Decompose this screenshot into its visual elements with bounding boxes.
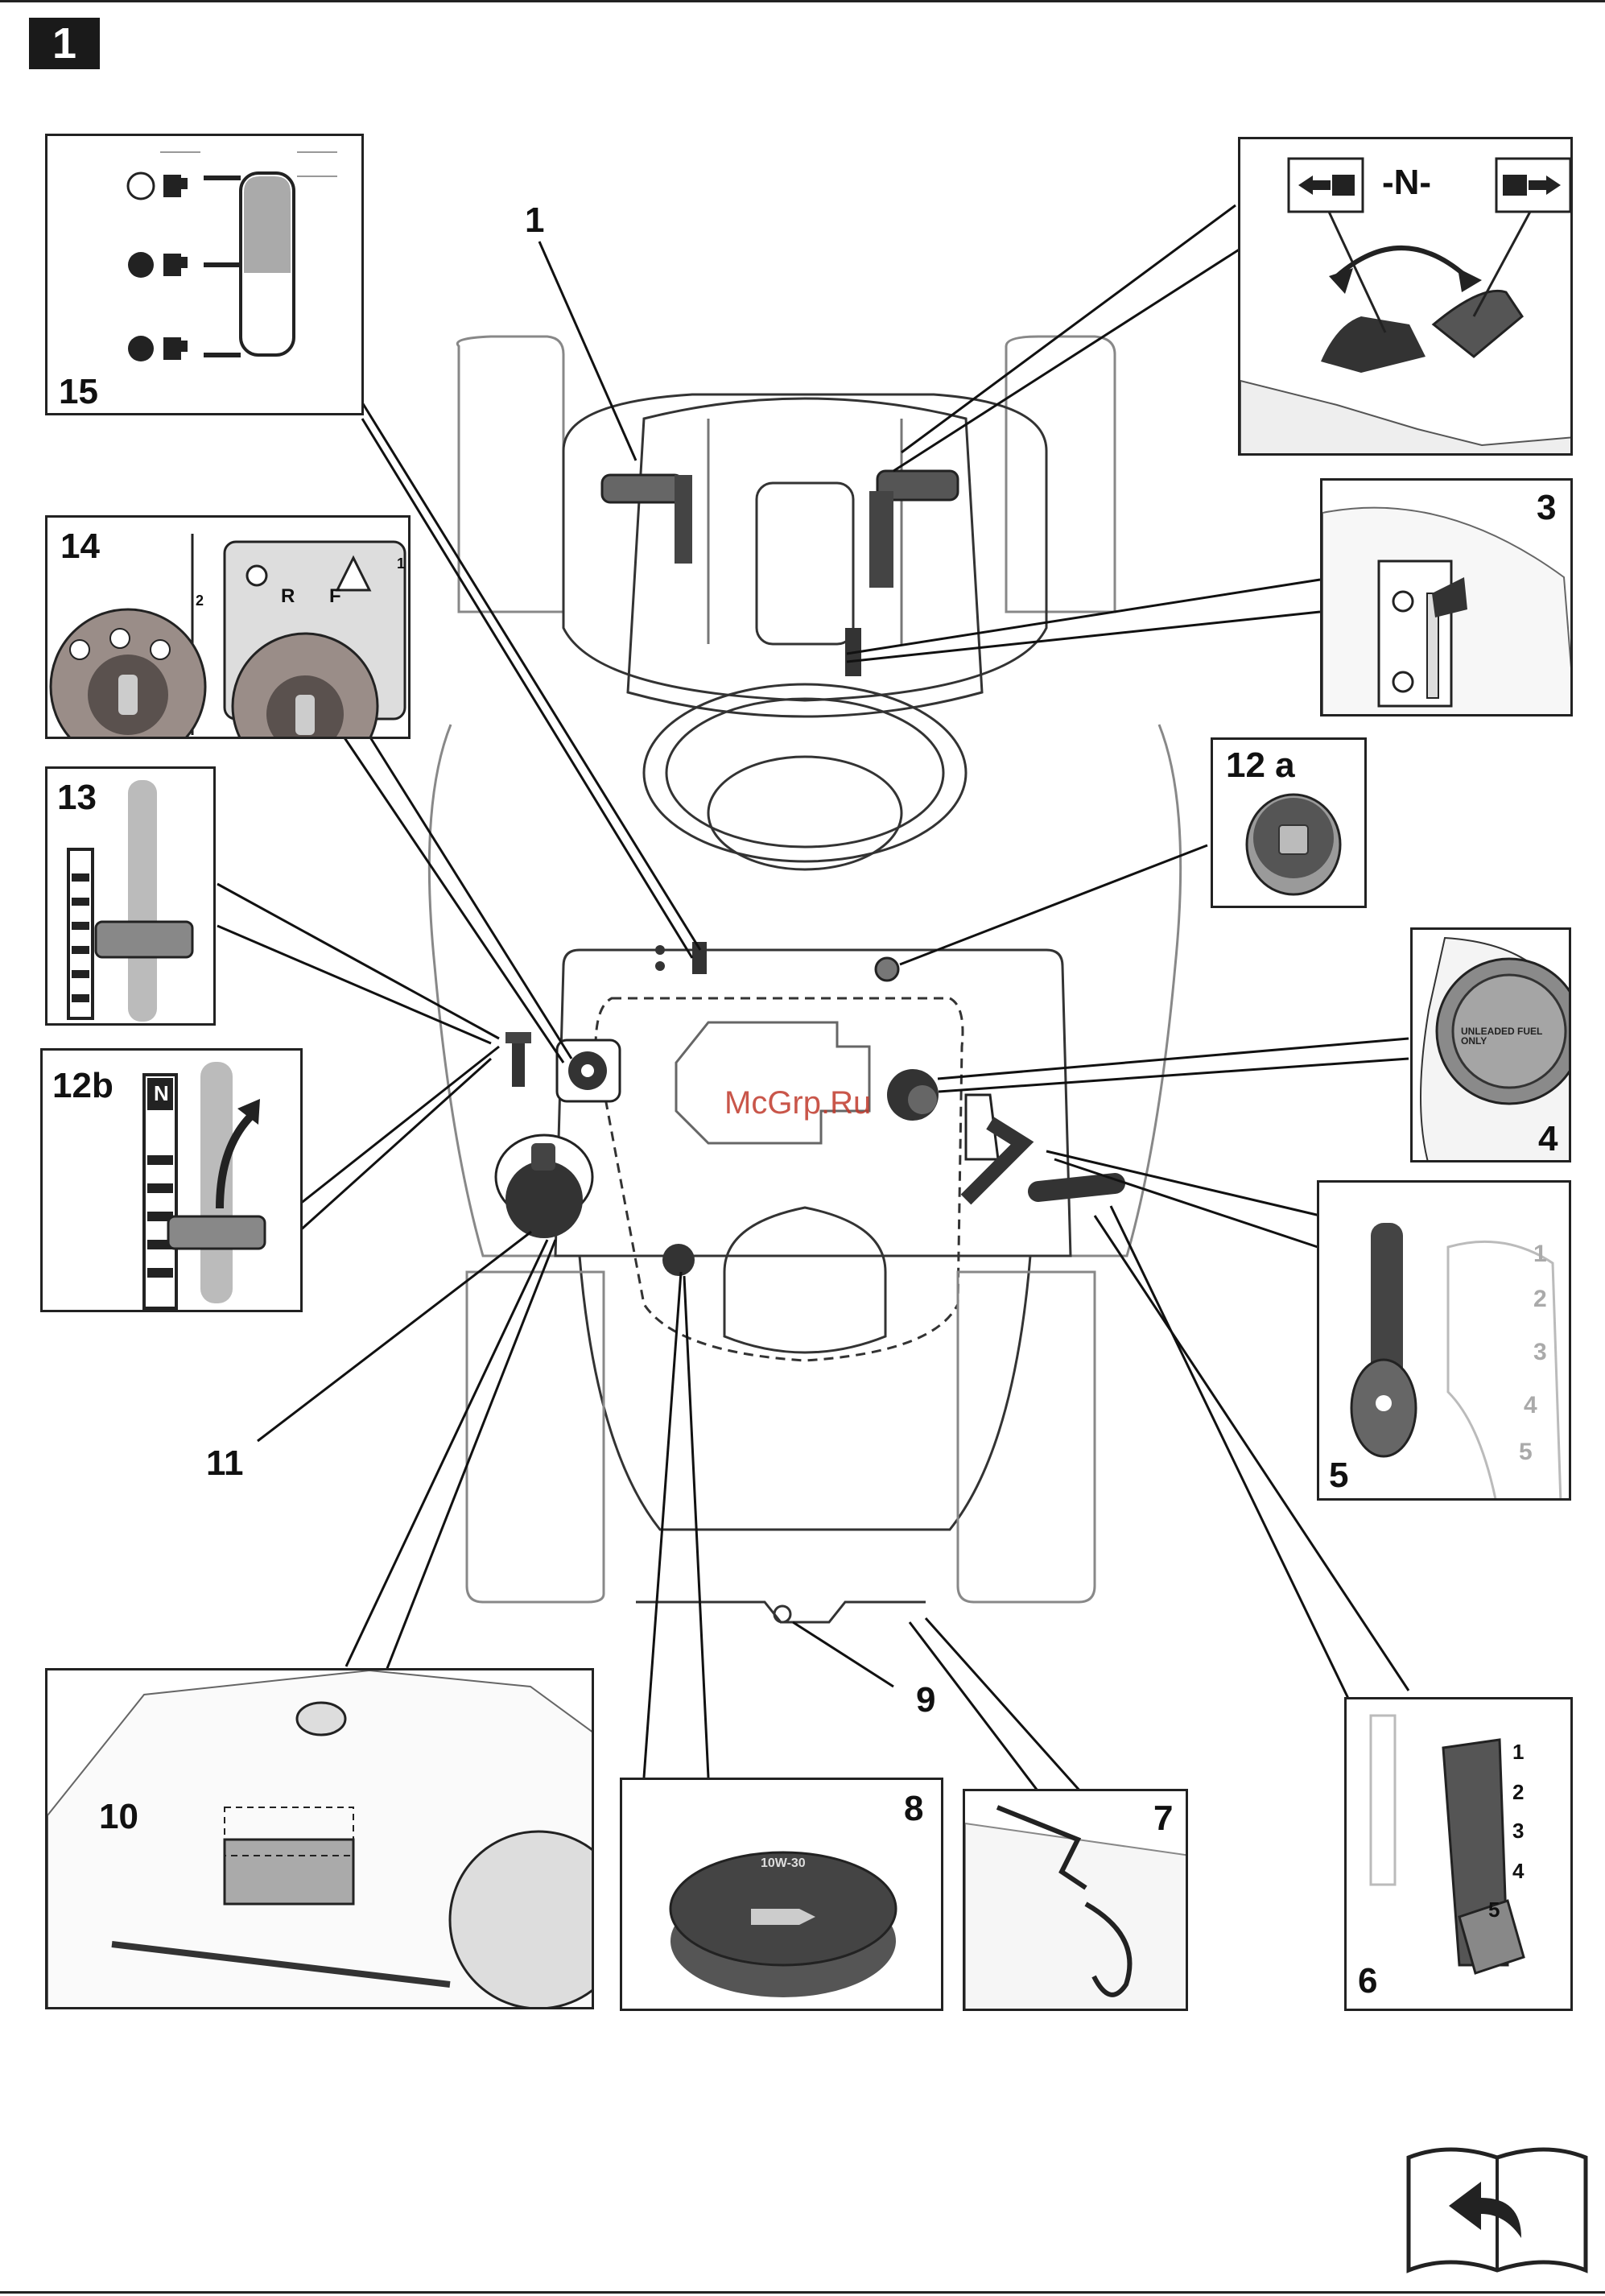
panel-10-number: 10 <box>99 1799 138 1835</box>
parking-brake-illustration <box>1322 481 1573 716</box>
oil-cap-illustration <box>622 1780 943 2011</box>
engine-area-illustration <box>47 1670 594 2009</box>
panel-14-ignition: 14 1 2 R F <box>45 515 411 739</box>
warning-label-1: 1 <box>397 556 405 571</box>
indicator-label-2: 2 <box>196 593 204 608</box>
callout-1: 1 <box>525 203 544 238</box>
fuel-half-icon <box>128 252 188 278</box>
panel-2-drive-pedals: -N- <box>1238 137 1573 456</box>
reverse-label: R <box>281 587 295 606</box>
fuel-full-icon <box>128 173 188 199</box>
ignition-switch-illustration <box>47 518 411 739</box>
position-1: 1 <box>1512 1741 1524 1762</box>
panel-6-number: 6 <box>1358 1964 1377 1999</box>
panel-3-number: 3 <box>1537 490 1556 526</box>
panel-15-number: 15 <box>59 374 98 410</box>
position-2: 2 <box>1533 1287 1547 1311</box>
position-2: 2 <box>1512 1782 1524 1803</box>
callout-9: 9 <box>916 1683 935 1718</box>
position-5: 5 <box>1519 1440 1533 1464</box>
panel-8-number: 8 <box>904 1791 923 1827</box>
fuel-empty-icon <box>128 336 188 361</box>
position-5: 5 <box>1488 1899 1500 1920</box>
callout-11: 11 <box>206 1446 244 1481</box>
panel-12b-number: 12b <box>52 1068 113 1104</box>
panel-12a-switch: 12 a <box>1211 737 1367 908</box>
watermark: McGrp.Ru <box>724 1085 871 1121</box>
panel-5-cutting-height: 1 2 3 4 5 5 <box>1317 1180 1571 1501</box>
panel-15-fuel-gauge: 15 <box>45 134 364 415</box>
position-3: 3 <box>1533 1340 1547 1365</box>
open-book-return-icon <box>1401 2133 1594 2278</box>
panel-4-fuel-cap: UNLEADED FUEL ONLY 4 <box>1410 927 1571 1162</box>
neutral-position-label: N <box>154 1083 169 1104</box>
panel-13-throttle: 13 <box>45 766 216 1026</box>
panel-10-engine-area: 10 <box>45 1668 594 2009</box>
position-1: 1 <box>1533 1242 1547 1266</box>
position-3: 3 <box>1512 1820 1524 1841</box>
position-4: 4 <box>1512 1860 1524 1881</box>
panel-3-parking-brake: 3 <box>1320 478 1573 716</box>
panel-13-number: 13 <box>57 780 97 816</box>
panel-7-number: 7 <box>1153 1801 1173 1836</box>
forward-label: F <box>329 587 341 606</box>
bottom-rule <box>0 2291 1605 2294</box>
cutting-height-lever-illustration-2 <box>1347 1699 1573 2011</box>
panel-4-number: 4 <box>1538 1121 1558 1157</box>
oil-cap-text: 10W-30 <box>761 1857 806 1870</box>
panel-12a-number: 12 a <box>1226 748 1295 783</box>
panel-5-number: 5 <box>1329 1458 1348 1493</box>
position-4: 4 <box>1524 1394 1537 1418</box>
fuel-cap-text: UNLEADED FUEL ONLY <box>1461 1026 1569 1046</box>
panel-14-number: 14 <box>60 529 100 564</box>
panel-7-tow-hitch: 7 <box>963 1789 1188 2011</box>
panel-12b-lever: 12b N <box>40 1048 303 1312</box>
neutral-label: -N- <box>1382 165 1431 200</box>
panel-6-cutting-height: 1 2 3 4 5 6 <box>1344 1697 1573 2011</box>
panel-8-oil-cap: 10W-30 8 <box>620 1778 943 2011</box>
